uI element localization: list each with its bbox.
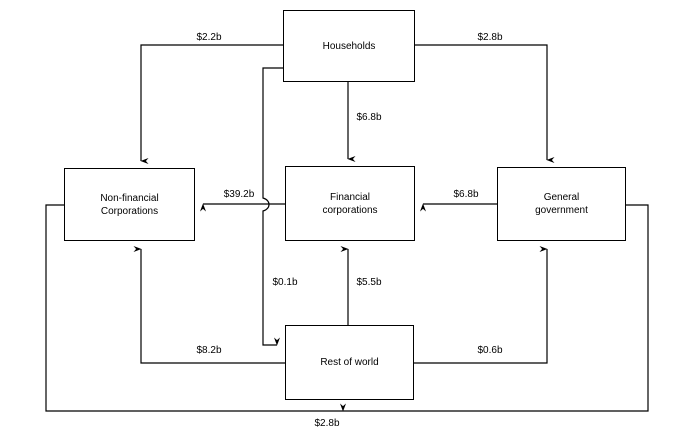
edge-label-nonfinancial-government: $2.8b [314, 418, 340, 429]
connector-households-restofworld [262, 67, 283, 346]
connector-restofworld-nonfinancial [133, 246, 285, 364]
connector-nonfinancial-government [45, 204, 346, 412]
node-rest-of-world-label: Rest of world [320, 357, 379, 368]
edge-label-households-restofworld: $0.1b [272, 277, 298, 288]
connector-households-nonfinancial [140, 44, 283, 164]
node-financial-corporations-label: Financial corporations [322, 191, 378, 216]
node-nonfinancial-corporations-label: Non-financial Corporations [100, 192, 159, 217]
edge-label-households-financial: $6.8b [356, 112, 382, 123]
connector-restofworld-government [414, 246, 548, 364]
node-rest-of-world[interactable]: Rest of world [285, 325, 414, 400]
edge-label-restofworld-financial: $5.5b [356, 277, 382, 288]
edge-label-households-nonfinancial: $2.2b [196, 32, 222, 43]
node-households[interactable]: Households [283, 10, 415, 82]
node-nonfinancial-corporations[interactable]: Non-financial Corporations [64, 168, 195, 241]
node-general-government[interactable]: General government [497, 167, 626, 241]
edge-label-households-government: $2.8b [477, 32, 503, 43]
node-financial-corporations[interactable]: Financial corporations [285, 166, 415, 241]
connector-nonfinancial-government-tail [343, 204, 649, 412]
edge-label-financial-nonfinancial: $39.2b [223, 189, 255, 200]
node-households-label: Households [322, 40, 376, 52]
connector-households-government [415, 44, 555, 163]
edge-label-restofworld-nonfinancial: $8.2b [196, 345, 222, 356]
edge-label-restofworld-government: $0.6b [477, 345, 503, 356]
node-general-government-label: General government [535, 192, 588, 216]
edge-label-government-financial: $6.8b [453, 189, 479, 200]
